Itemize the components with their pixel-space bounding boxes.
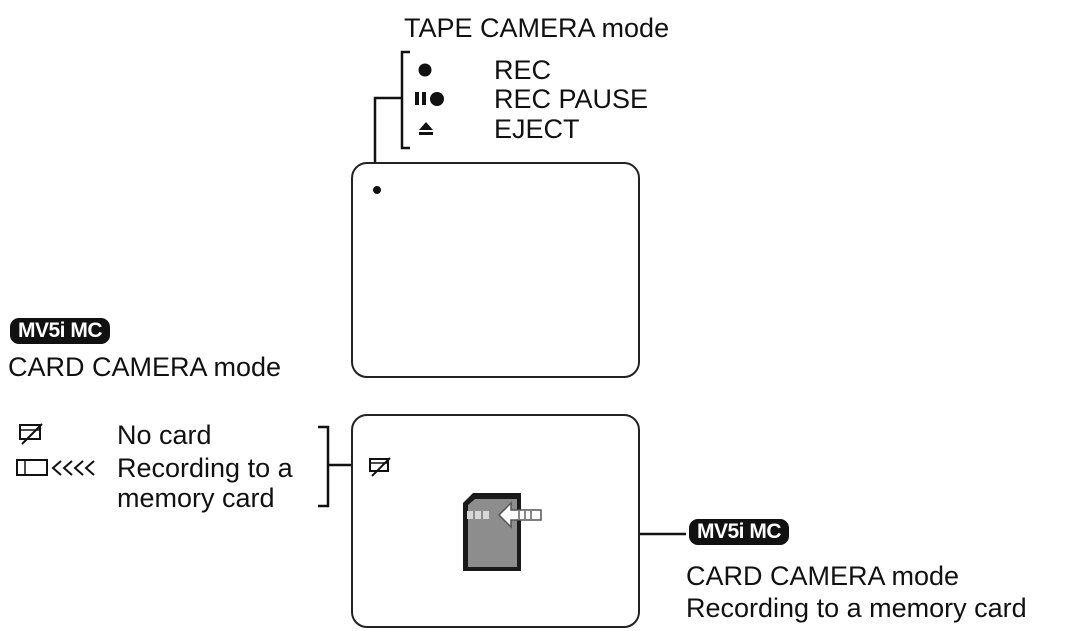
tape-legend-bracket (400, 50, 410, 150)
model-badge-right: MV5i MC (689, 519, 790, 545)
card-recording-mode-desc: Recording to a memory card (686, 593, 1027, 623)
card-recording-mode-title: CARD CAMERA mode (686, 561, 960, 591)
tape-camera-screen (351, 162, 640, 378)
tape-leader-line (373, 96, 402, 182)
tape-item-eject-label: EJECT (494, 114, 580, 144)
card-legend-bracket (318, 425, 330, 508)
card-item-nocard-label: No card (117, 420, 212, 450)
no-card-icon (369, 457, 391, 477)
model-badge: MV5i MC (10, 318, 111, 344)
memory-card-recording-icon (463, 493, 542, 571)
card-mode-title: CARD CAMERA mode (8, 352, 282, 382)
no-card-icon (19, 423, 43, 445)
card-camera-screen (351, 414, 640, 628)
card-item-recording-label-1: Recording to a (117, 453, 293, 483)
rec-pause-icon (415, 92, 444, 106)
tape-item-rec-label: REC (494, 55, 552, 85)
card-item-recording-label-2: memory card (117, 483, 275, 513)
rec-dot-icon (418, 63, 432, 77)
tape-item-recpause-label: REC PAUSE (494, 84, 649, 114)
card-recording-arrows-icon (16, 459, 95, 476)
eject-icon (419, 122, 433, 135)
rec-dot-icon (373, 186, 381, 194)
tape-mode-title: TAPE CAMERA mode (404, 13, 670, 43)
